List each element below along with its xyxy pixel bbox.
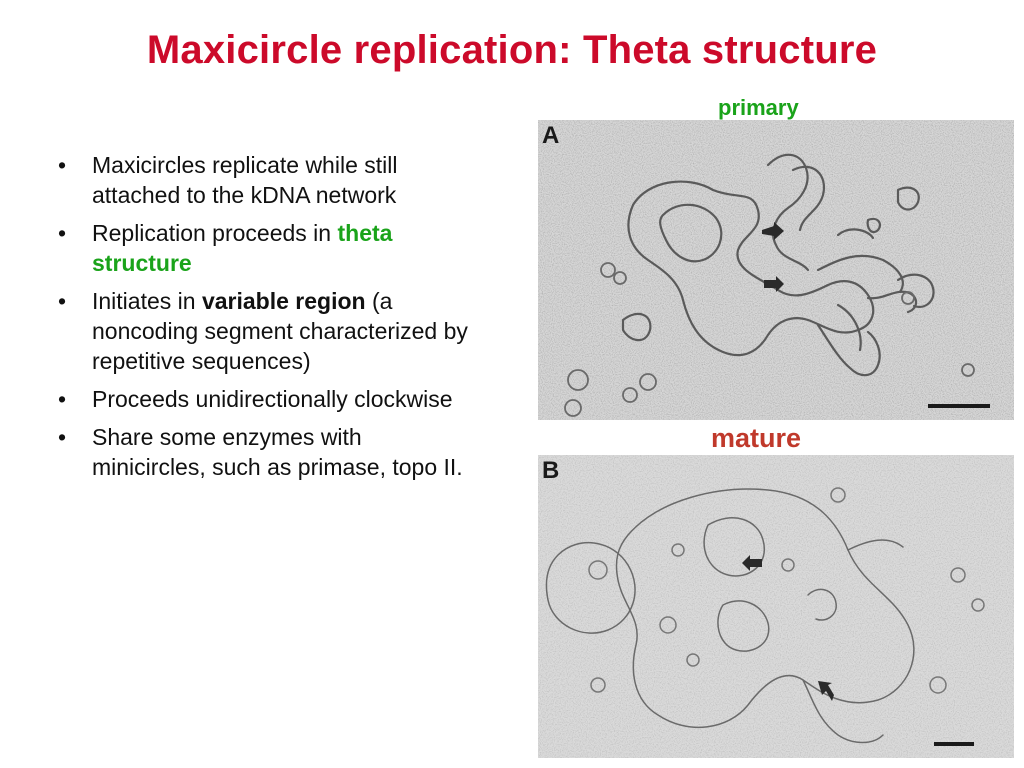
micrograph-panel-a: A: [538, 120, 1014, 420]
micrograph-a-image: [538, 120, 1014, 420]
bullet-text: Initiates in: [92, 288, 202, 314]
bullet-highlight-bold: variable region: [201, 288, 366, 314]
bullet-item: • Replication proceeds in theta structure: [52, 218, 472, 278]
bullet-marker: •: [58, 386, 67, 412]
bullet-marker: •: [58, 220, 67, 246]
bullet-text: Maxicircles replicate while still attach…: [92, 152, 398, 208]
bullet-marker: •: [58, 288, 67, 314]
bullet-item: • Share some enzymes with minicircles, su…: [52, 422, 472, 482]
bullet-text: (a noncoding segment characterized by re…: [92, 288, 468, 374]
panel-a-letter: A: [542, 122, 560, 149]
micrograph-b-image: [538, 455, 1014, 758]
bullet-marker: •: [58, 424, 67, 450]
label-primary: primary: [718, 95, 799, 120]
bullet-text: Proceeds unidirectionally clockwise: [92, 386, 453, 412]
bullet-item: • Initiates in variable region (a noncodi…: [52, 286, 472, 376]
label-mature: mature: [711, 423, 802, 453]
slide-title: Maxicircle replication: Theta structure: [146, 28, 878, 72]
bullet-text: Share some enzymes with minicircles, suc…: [92, 424, 463, 480]
bullet-item: • Maxicircles replicate while still attac…: [52, 150, 472, 210]
panel-b-letter: B: [542, 457, 560, 484]
bullet-list: • Maxicircles replicate while still attac…: [52, 150, 472, 490]
bullet-marker: •: [58, 152, 67, 178]
bullet-highlight-green: theta structure: [92, 220, 393, 276]
bullet-text: Replication proceeds in: [92, 220, 338, 246]
micrograph-panel-b: B: [538, 455, 1014, 758]
bullet-item: • Proceeds unidirectionally clockwise: [52, 384, 472, 414]
